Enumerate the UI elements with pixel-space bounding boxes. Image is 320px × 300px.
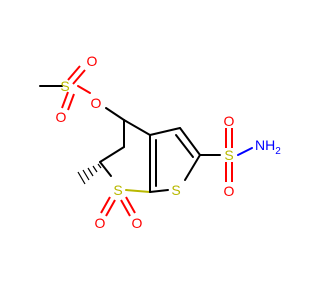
atom-label-sulfonamide-o-up: O [224, 113, 235, 129]
bond-s-top-ester-o [77, 85, 91, 94]
bond-layer [39, 85, 253, 193]
atom-label-ring-sulfone-o-right: O [132, 215, 143, 231]
atom-label-ring-sulfone-s: S [113, 182, 122, 198]
atom-labels: S O O O S O O NH2 S O O S [56, 53, 282, 231]
molecule-structure-diagram: S O O O S O O NH2 S O O S [39, 53, 282, 231]
bond-ring-s-c7a [125, 189, 151, 193]
bond-ester-o-c4 [105, 107, 125, 121]
atom-label-sulfonyl-o-top-up: O [87, 53, 98, 69]
atom-label-ester-o: O [91, 95, 102, 111]
atom-label-sulfonyl-s-top: S [60, 78, 69, 94]
sulfonyl-double-bonds [61, 65, 233, 217]
atom-label-sulfonyl-o-top-down: O [56, 109, 67, 125]
bond-sulfonamide-s-n [237, 147, 253, 156]
atom-label-ring-sulfone-o-left: O [95, 215, 106, 231]
bond-c2-thiophene-s [184, 154, 201, 181]
atom-label-thiophene-s: S [171, 182, 180, 198]
bond-c3a-c3 [149, 127, 181, 136]
atom-label-sulfonamide-s: S [224, 147, 233, 163]
atom-label-sulfonamide-o-down: O [224, 183, 235, 199]
bond-c4-c3a [123, 119, 151, 136]
bond-thiophene-s-c7a [149, 189, 169, 193]
bond-c5-c6 [99, 146, 125, 163]
bond-c3-c2 [179, 127, 201, 156]
bond-c6-ring-s [99, 161, 112, 177]
atom-label-sulfonamide-nh2: NH2 [255, 137, 281, 157]
bond-c6-methyl-stereo [77, 163, 102, 185]
bond-c3-c2-double [175, 134, 194, 158]
